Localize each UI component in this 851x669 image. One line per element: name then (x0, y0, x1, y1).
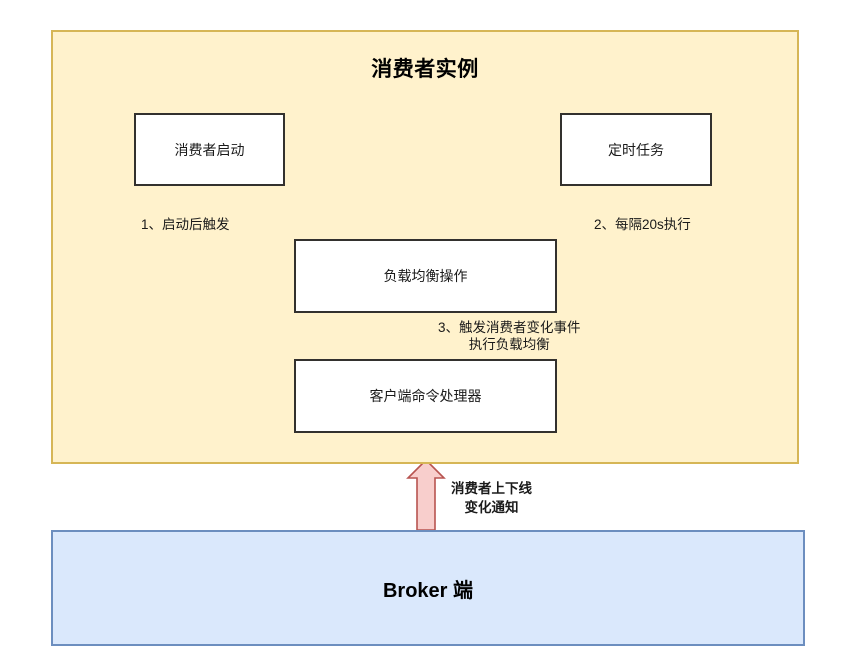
node-consumer-start[interactable]: 消费者启动 (134, 113, 285, 186)
edge-label-broker-notify: 消费者上下线 变化通知 (451, 479, 532, 517)
node-client-command-handler[interactable]: 客户端命令处理器 (294, 359, 557, 433)
broker-title: Broker 端 (382, 580, 474, 602)
edge-label-consumer-change-event: 3、触发消费者变化事件 执行负载均衡 (438, 319, 581, 353)
broker-container (51, 530, 805, 646)
node-load-balance-operation-label: 负载均衡操作 (383, 268, 468, 284)
consumer-instance-title: 消费者实例 (371, 58, 479, 81)
edge-label-broker-notify-line1: 消费者上下线 (451, 481, 532, 496)
edge-label-consumer-change-event-line1: 3、触发消费者变化事件 (438, 320, 581, 335)
node-scheduled-task[interactable]: 定时任务 (560, 113, 712, 186)
node-scheduled-task-label: 定时任务 (608, 141, 664, 158)
edge-label-broker-notify-line2: 变化通知 (464, 500, 519, 515)
broker-to-consumer-block-arrow (406, 458, 446, 531)
edge-label-startup-trigger: 1、启动后触发 (141, 217, 230, 232)
node-client-command-handler-label: 客户端命令处理器 (369, 388, 482, 404)
node-load-balance-operation[interactable]: 负载均衡操作 (294, 239, 557, 313)
node-consumer-start-label: 消费者启动 (174, 141, 245, 158)
edge-label-interval-execute: 2、每隔20s执行 (594, 217, 691, 232)
edge-label-consumer-change-event-line2: 执行负载均衡 (468, 337, 550, 352)
